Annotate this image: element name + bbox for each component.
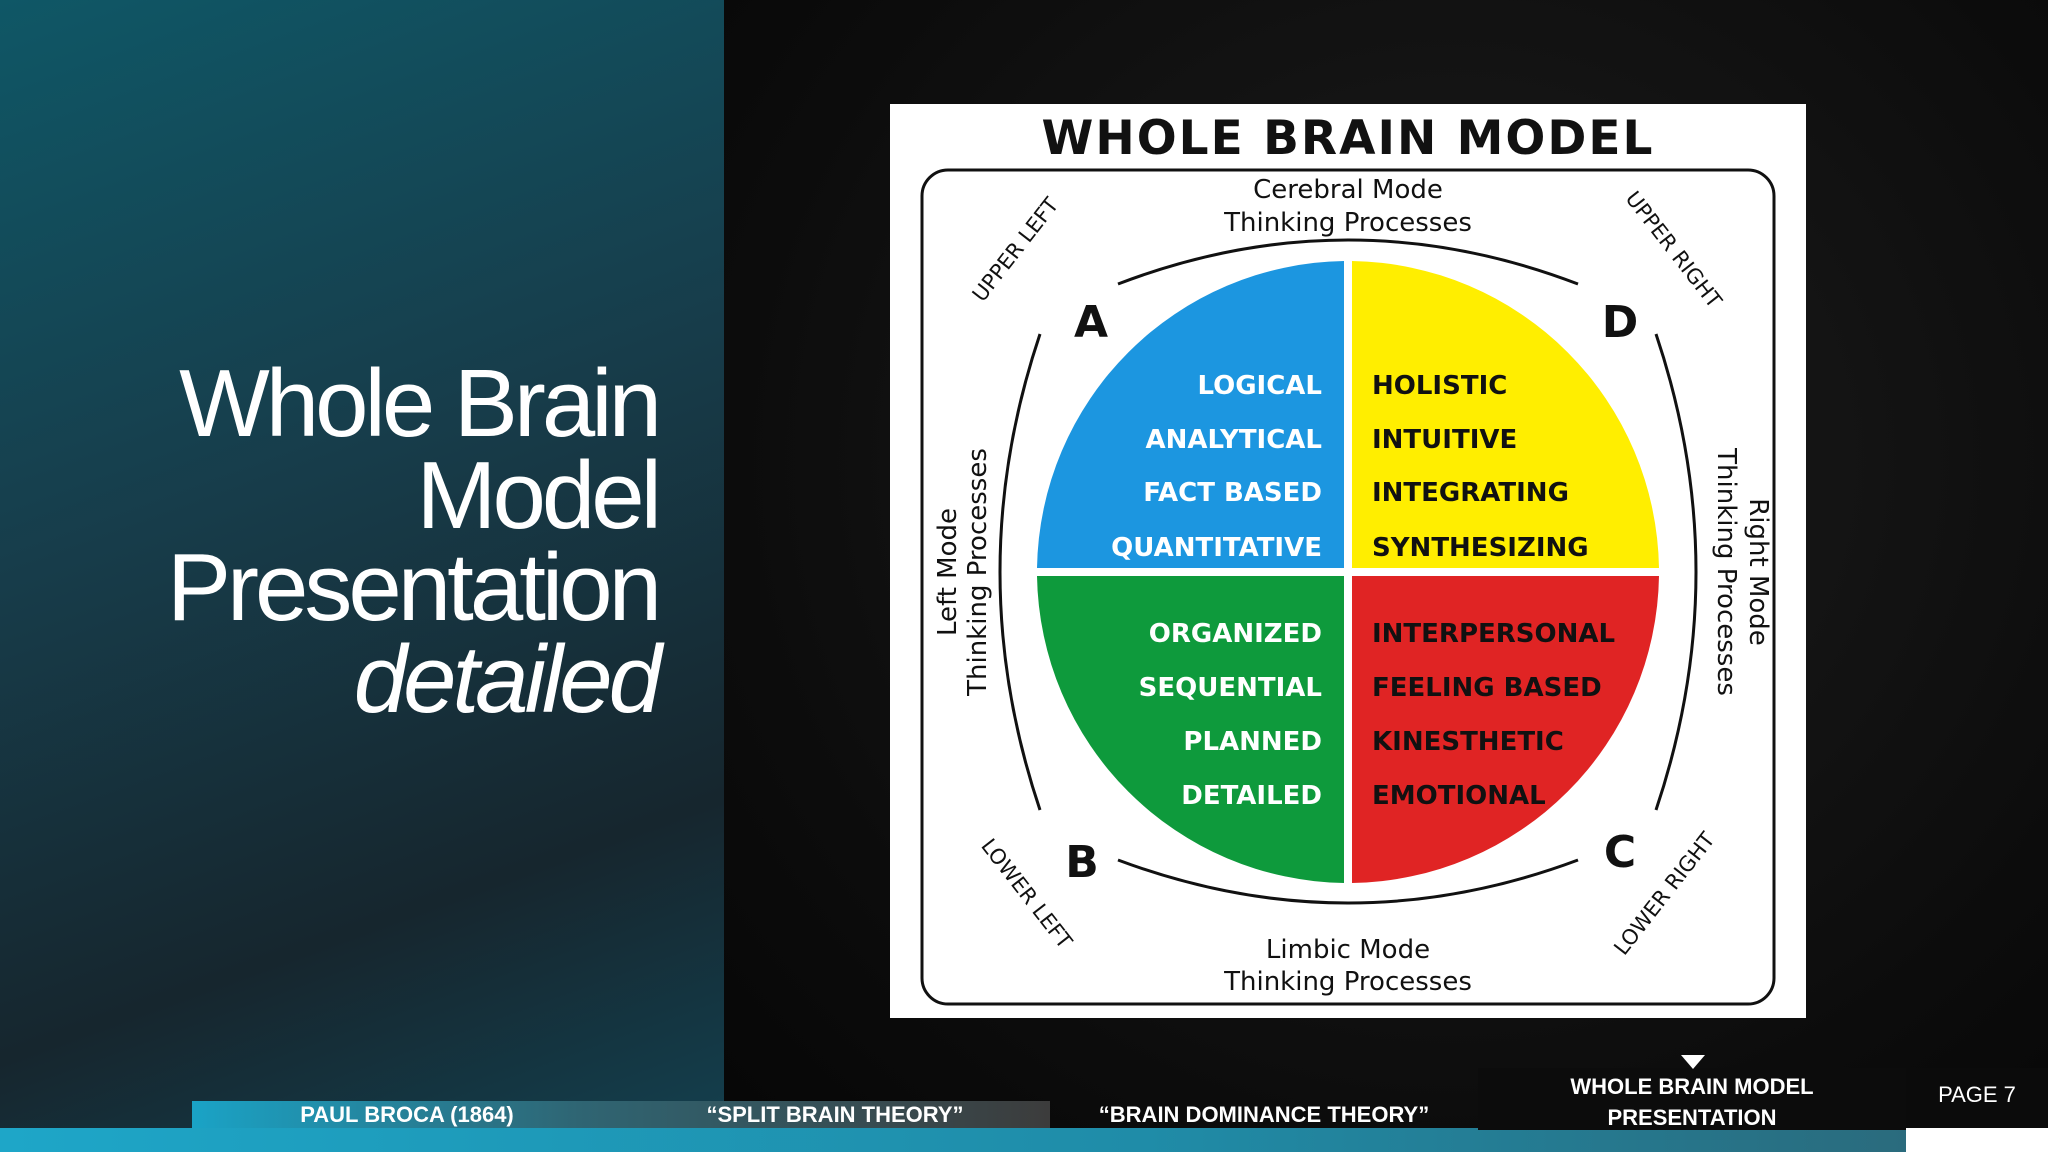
diagram-svg: WHOLE BRAIN MODEL Cerebral Mode Thinking… <box>920 111 1776 1006</box>
footer-progress-bar <box>192 1101 1050 1128</box>
quadrant-d-words: HOLISTIC INTUITIVE INTEGRATING SYNTHESIZ… <box>1372 371 1589 563</box>
quadrant-a-words: LOGICAL ANALYTICAL FACT BASED QUANTITATI… <box>1111 371 1322 563</box>
arc-right <box>1654 333 1698 811</box>
outer-frame <box>920 168 1776 1006</box>
left-label-2: Thinking Processes <box>963 448 993 697</box>
quadrant-word: SEQUENTIAL <box>1139 673 1322 703</box>
quadrant-word: QUANTITATIVE <box>1111 533 1322 563</box>
letter-d: D <box>1602 297 1639 348</box>
quadrant-word: FEELING BASED <box>1372 673 1602 703</box>
page-box <box>1906 1068 2048 1128</box>
quadrant-word: PLANNED <box>1183 727 1322 757</box>
top-label-1: Cerebral Mode <box>1253 175 1443 205</box>
quadrant-b <box>1037 576 1344 883</box>
right-label-1: Right Mode <box>1743 498 1773 646</box>
quadrant-word: ORGANIZED <box>1149 619 1322 649</box>
bottom-label-1: Limbic Mode <box>1266 935 1430 965</box>
quadrant-word: INTUITIVE <box>1372 425 1517 455</box>
quadrant-c <box>1352 576 1659 883</box>
active-label-line-1: WHOLE BRAIN MODEL <box>1570 1074 1814 1099</box>
footer-nav-brain-dominance[interactable]: “BRAIN DOMINANCE THEORY” <box>1098 1102 1430 1127</box>
quadrant-word: INTEGRATING <box>1372 478 1569 508</box>
footer-accent-line <box>0 1128 1906 1152</box>
letter-a: A <box>1074 297 1108 348</box>
arc-top <box>1117 238 1579 286</box>
bottom-label-2: Thinking Processes <box>1223 967 1472 997</box>
title-line-1: Whole Brain <box>179 350 662 457</box>
quadrant-b-words: ORGANIZED SEQUENTIAL PLANNED DETAILED <box>1139 619 1322 811</box>
top-label-2: Thinking Processes <box>1223 208 1472 238</box>
quadrant-c-words: INTERPERSONAL FEELING BASED KINESTHETIC … <box>1372 619 1615 811</box>
right-label-2: Thinking Processes <box>1711 447 1741 696</box>
left-label-1: Left Mode <box>933 508 963 636</box>
left-panel <box>0 0 724 1152</box>
footer-nav-whole-brain[interactable]: WHOLE BRAIN MODEL PRESENTATION <box>1478 1071 1906 1133</box>
quadrant-d <box>1352 261 1659 568</box>
page-corner <box>1906 1128 2048 1152</box>
quadrant-word: INTERPERSONAL <box>1372 619 1615 649</box>
quadrant-word: LOGICAL <box>1197 371 1322 401</box>
title-line-3: Presentation <box>166 534 662 641</box>
quadrant-word: KINESTHETIC <box>1372 727 1564 757</box>
corner-upper-right: UPPER RIGHT <box>1621 187 1727 313</box>
footer-nav-active[interactable] <box>1478 1068 1906 1130</box>
quadrant-word: HOLISTIC <box>1372 371 1507 401</box>
active-marker-icon <box>1681 1055 1705 1069</box>
arc-bottom <box>1117 858 1579 905</box>
quadrant-word: FACT BASED <box>1143 478 1322 508</box>
active-label-line-2: PRESENTATION <box>1607 1105 1777 1130</box>
diagram-title: WHOLE BRAIN MODEL <box>1042 111 1655 166</box>
letter-b: B <box>1065 837 1099 888</box>
quadrant-word: DETAILED <box>1181 781 1322 811</box>
whole-brain-diagram: WHOLE BRAIN MODEL Cerebral Mode Thinking… <box>890 104 1806 1018</box>
slide-title: Whole Brain Model Presentation detailed <box>18 350 662 733</box>
page-number: PAGE 7 <box>1938 1082 2016 1107</box>
quadrant-word: EMOTIONAL <box>1372 781 1546 811</box>
quadrant-a <box>1037 261 1344 568</box>
quadrant-word: ANALYTICAL <box>1145 425 1322 455</box>
arc-left <box>998 333 1042 811</box>
letter-c: C <box>1604 827 1636 878</box>
quadrant-word: SYNTHESIZING <box>1372 533 1589 563</box>
footer-nav-split-brain[interactable]: “SPLIT BRAIN THEORY” <box>706 1102 964 1127</box>
footer-nav-paul-broca[interactable]: PAUL BROCA (1864) <box>300 1102 514 1127</box>
corner-lower-left: LOWER LEFT <box>976 834 1076 953</box>
title-italic: detailed <box>353 626 662 733</box>
title-line-2: Model <box>416 442 662 549</box>
corner-upper-left: UPPER LEFT <box>968 193 1064 306</box>
